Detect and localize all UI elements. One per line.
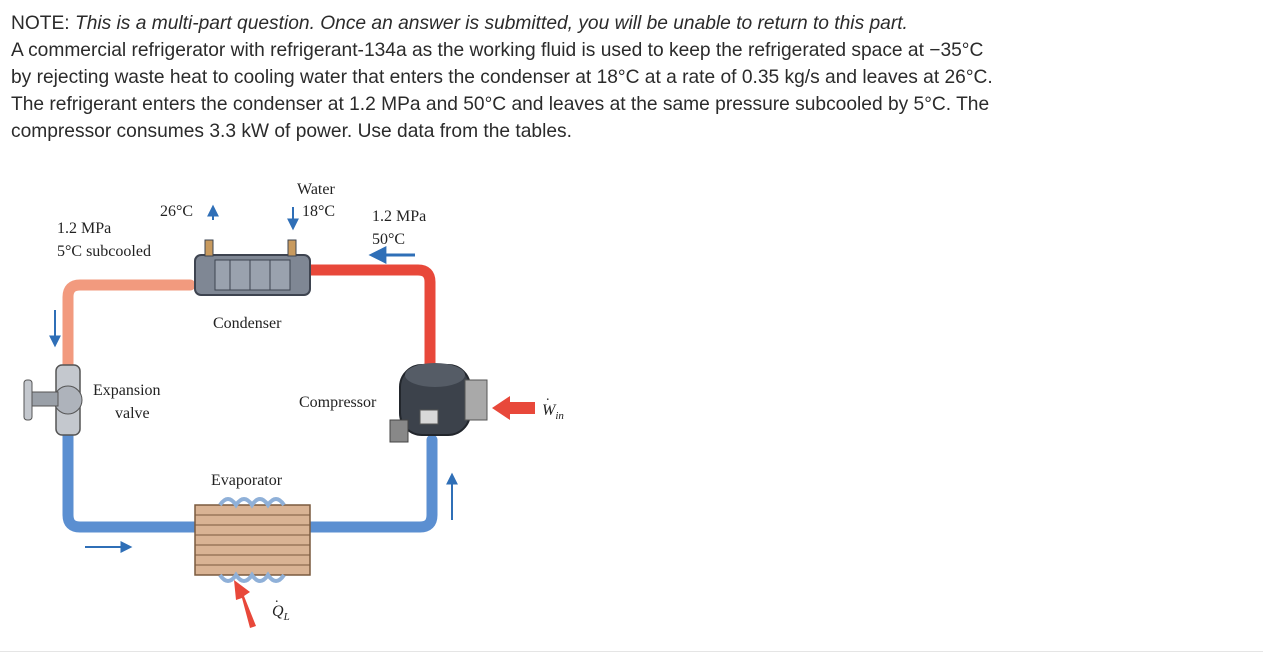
condenser-label: Condenser	[213, 315, 282, 332]
condenser	[194, 239, 311, 296]
expansion-label-1: Expansion	[93, 382, 161, 399]
win-sub: in	[555, 410, 564, 422]
ql-symbol: Q	[272, 603, 284, 620]
win-dot: .	[546, 389, 550, 404]
inlet-pressure: 1.2 MPa	[372, 208, 426, 225]
outlet-pressure: 1.2 MPa	[57, 220, 111, 237]
evaporator	[194, 497, 311, 583]
question-line-1: A commercial refrigerator with refrigera…	[11, 40, 984, 61]
water-in-temp: 18°C	[302, 203, 335, 220]
expansion-valve	[23, 364, 83, 436]
note-italic-text: This is a multi-part question. Once an a…	[74, 13, 908, 34]
evaporator-label: Evaporator	[211, 472, 283, 489]
note-prefix: NOTE:	[11, 13, 75, 34]
question-line-3: The refrigerant enters the condenser at …	[11, 94, 990, 115]
win-symbol: W	[542, 402, 557, 419]
bottom-divider	[0, 651, 1263, 652]
water-out-temp: 26°C	[160, 203, 193, 220]
compressor-label: Compressor	[299, 394, 377, 411]
ql-dot: .	[275, 591, 279, 606]
question-line-2: by rejecting waste heat to cooling water…	[11, 67, 993, 88]
expansion-label-2: valve	[115, 405, 150, 422]
win-arrow	[492, 396, 535, 420]
warm-pipe	[62, 279, 196, 376]
hot-pipe	[304, 264, 436, 376]
ql-label: QL	[272, 603, 290, 623]
water-label: Water	[297, 181, 335, 198]
question-line-4: compressor consumes 3.3 kW of power. Use…	[11, 121, 572, 142]
note-line: NOTE: This is a multi-part question. Onc…	[11, 10, 1251, 37]
question-text: NOTE: This is a multi-part question. Onc…	[11, 10, 1251, 145]
outlet-state: 5°C subcooled	[57, 243, 151, 260]
refrigeration-cycle-figure: Water 18°C 26°C 1.2 MPa 50°C 1.2 MPa 5°C…	[23, 181, 564, 628]
ql-arrow	[234, 580, 256, 628]
inlet-temp: 50°C	[372, 231, 405, 248]
win-label: Win	[542, 402, 564, 422]
compressor	[389, 363, 488, 443]
ql-sub: L	[283, 611, 290, 623]
